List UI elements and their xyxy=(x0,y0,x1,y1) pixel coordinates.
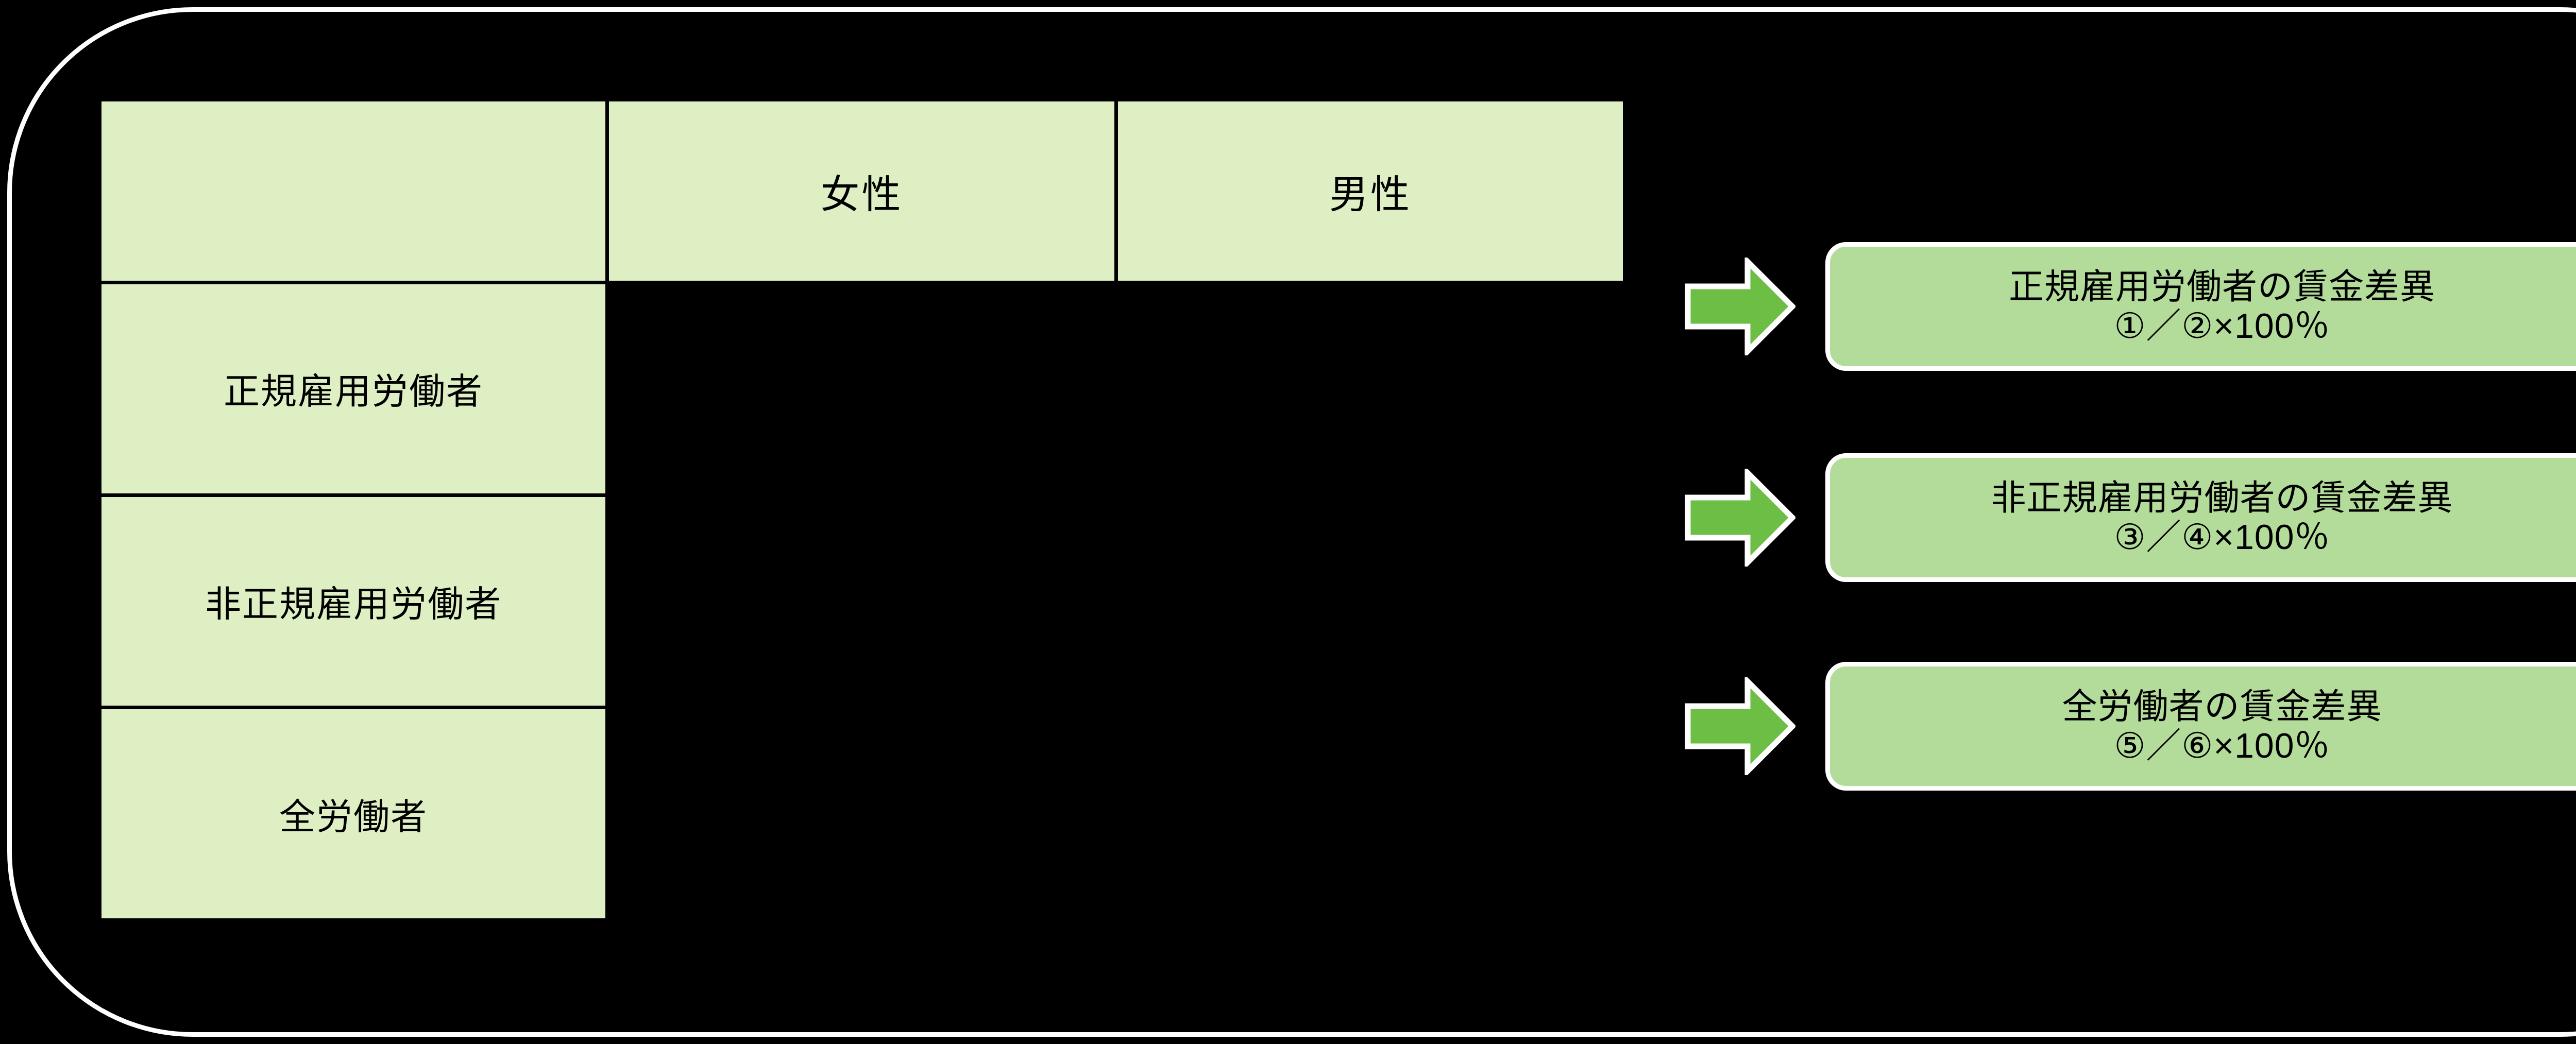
column-header-female: 女性 xyxy=(605,98,1118,284)
table-row: 非正規雇用労働者 xyxy=(98,493,1626,710)
row-label-regular-employees: 正規雇用労働者 xyxy=(98,281,609,497)
callout-title: 非正規雇用労働者の賃金差異 xyxy=(1991,478,2453,518)
column-header-male: 男性 xyxy=(1114,98,1626,284)
table-header-row: 女性 男性 xyxy=(98,98,1626,284)
cell-regular-male xyxy=(1114,281,1626,497)
callout-title: 正規雇用労働者の賃金差異 xyxy=(2008,267,2435,306)
callout-formula: ③／④×100％ xyxy=(2114,518,2330,557)
row-label-all-workers: 全労働者 xyxy=(98,706,609,922)
cell-all-workers-female xyxy=(605,706,1118,922)
wage-difference-table: 女性 男性 正規雇用労働者 非正規雇用労働者 全労働者 xyxy=(98,98,1626,922)
table-header: 女性 男性 xyxy=(98,98,1626,284)
right-arrow-icon xyxy=(1685,469,1795,567)
table-corner-cell xyxy=(98,98,609,284)
table-body: 正規雇用労働者 非正規雇用労働者 全労働者 xyxy=(98,281,1626,922)
cell-non-regular-male xyxy=(1114,493,1626,710)
callout-formula: ①／②×100％ xyxy=(2114,306,2330,346)
row-label-non-regular-employees: 非正規雇用労働者 xyxy=(98,493,609,710)
callout-non-regular-employees: 非正規雇用労働者の賃金差異 ③／④×100％ xyxy=(1685,453,2576,582)
table-row: 正規雇用労働者 xyxy=(98,281,1626,497)
callout-formula: ⑤／⑥×100％ xyxy=(2114,726,2330,765)
right-arrow-icon xyxy=(1685,677,1795,775)
callout-regular-employees: 正規雇用労働者の賃金差異 ①／②×100％ xyxy=(1685,242,2576,371)
cell-non-regular-female xyxy=(605,493,1118,710)
callout-box-regular: 正規雇用労働者の賃金差異 ①／②×100％ xyxy=(1825,242,2576,371)
cell-all-workers-male xyxy=(1114,706,1626,922)
callout-box-non-regular: 非正規雇用労働者の賃金差異 ③／④×100％ xyxy=(1825,453,2576,582)
callout-title: 全労働者の賃金差異 xyxy=(2062,687,2382,726)
table-row: 全労働者 xyxy=(98,706,1626,922)
callout-box-all-workers: 全労働者の賃金差異 ⑤／⑥×100％ xyxy=(1825,662,2576,791)
right-arrow-icon xyxy=(1685,258,1795,355)
callout-all-workers: 全労働者の賃金差異 ⑤／⑥×100％ xyxy=(1685,662,2576,791)
cell-regular-female xyxy=(605,281,1118,497)
